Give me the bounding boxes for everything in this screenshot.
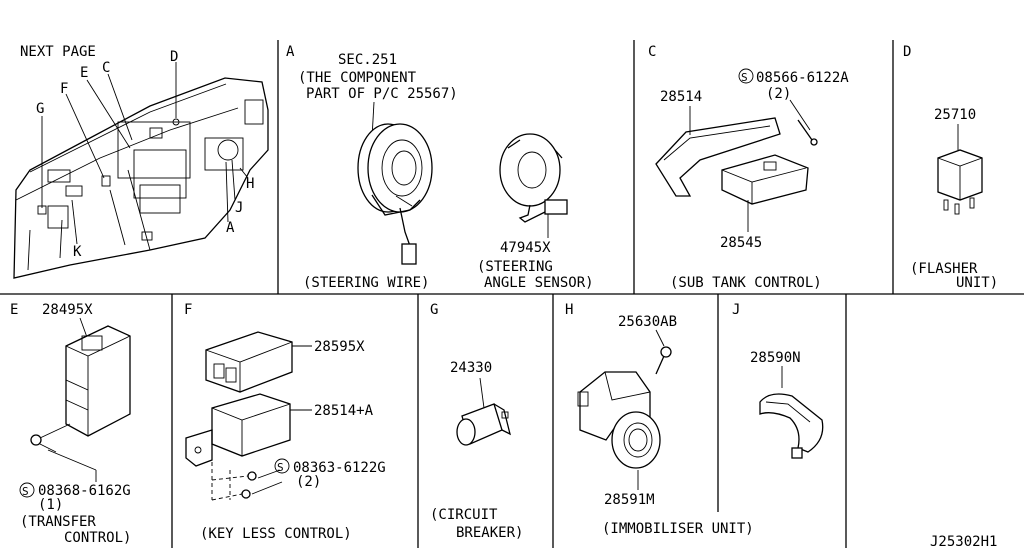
screw-E-drawing bbox=[30, 434, 57, 453]
part-number-28514A: 28514+A bbox=[314, 403, 374, 419]
callout-J: J bbox=[235, 200, 243, 216]
callout-D: D bbox=[170, 49, 178, 65]
panel-C: C S 08566-6122A (2) 28514 28545 (SUB TAN… bbox=[648, 44, 849, 291]
caption-keyless: (KEY LESS CONTROL) bbox=[200, 526, 352, 542]
screw-part-C: 08566-6122A bbox=[756, 70, 849, 86]
immobiliser-antenna-drawing bbox=[577, 371, 661, 469]
part-number-28591M: 28591M bbox=[604, 492, 655, 508]
main-panel: NEXT PAGE bbox=[13, 44, 269, 279]
caption-flasher-1: (FLASHER bbox=[910, 261, 978, 277]
caption-immobiliser: (IMMOBILISER UNIT) bbox=[602, 521, 754, 537]
transfer-control-drawing bbox=[65, 325, 131, 437]
panel-H: H 25630AB 28591M bbox=[565, 302, 677, 508]
steering-wire-drawing bbox=[357, 123, 433, 265]
part-number-28545: 28545 bbox=[720, 235, 762, 251]
caption-sub-tank: (SUB TANK CONTROL) bbox=[670, 275, 822, 291]
caption-transfer-1: (TRANSFER bbox=[20, 514, 96, 530]
panel-letter-F: F bbox=[184, 302, 192, 318]
screw-qty-F: (2) bbox=[296, 474, 321, 490]
panel-E: E 28495X S 08368-6162G (1) (TRANSFER CON… bbox=[10, 302, 131, 546]
caption-breaker-2: BREAKER) bbox=[456, 525, 523, 541]
part-number-47945X: 47945X bbox=[500, 240, 551, 256]
callout-A: A bbox=[226, 220, 235, 236]
panel-G: G 24330 (CIRCUIT BREAKER) bbox=[430, 302, 523, 541]
part-number-28590N: 28590N bbox=[750, 350, 801, 366]
screw-part-F: 08363-6122G bbox=[293, 460, 386, 476]
panel-letter-C: C bbox=[648, 44, 656, 60]
panel-letter-H: H bbox=[565, 302, 573, 318]
caption-steering-2: ANGLE SENSOR) bbox=[484, 275, 594, 291]
screw-symbol-icon bbox=[274, 458, 290, 474]
screw-qty-E: (1) bbox=[38, 497, 63, 513]
panel-letter-E: E bbox=[10, 302, 18, 318]
caption-transfer-2: CONTROL) bbox=[64, 530, 131, 546]
screw-symbol-E: S bbox=[22, 485, 29, 498]
callout-C: C bbox=[102, 60, 110, 76]
part-number-24330: 24330 bbox=[450, 360, 492, 376]
panel-letter-A: A bbox=[286, 44, 295, 60]
component-note-line2: PART OF P/C 25567) bbox=[306, 86, 458, 102]
flasher-unit-drawing bbox=[937, 149, 983, 215]
section-ref: SEC.251 bbox=[338, 52, 397, 68]
part-number-25710: 25710 bbox=[934, 107, 976, 123]
screw-symbol-icon bbox=[19, 482, 35, 498]
screw-symbol-F: S bbox=[277, 461, 284, 474]
part-number-25630AB: 25630AB bbox=[618, 314, 677, 330]
callout-H: H bbox=[246, 176, 254, 192]
component-note-line1: (THE COMPONENT bbox=[298, 70, 417, 86]
next-page-label: NEXT PAGE bbox=[20, 44, 96, 60]
screw-part-E: 08368-6162G bbox=[38, 483, 131, 499]
panel-D: D 25710 (FLASHER UNIT) bbox=[903, 44, 998, 291]
callout-G: G bbox=[36, 101, 44, 117]
panel-grid bbox=[0, 40, 1024, 548]
caption-breaker-1: (CIRCUIT bbox=[430, 507, 498, 523]
sub-tank-control-drawing bbox=[721, 154, 809, 205]
caption-steering-wire: (STEERING WIRE) bbox=[303, 275, 429, 291]
callout-E: E bbox=[80, 65, 88, 81]
part-number-28514: 28514 bbox=[660, 89, 702, 105]
panel-A: A SEC.251 (THE COMPONENT PART OF P/C 255… bbox=[286, 44, 594, 291]
sub-tank-bracket-drawing bbox=[655, 117, 818, 197]
part-number-28595X: 28595X bbox=[314, 339, 365, 355]
caption-steering-1: (STEERING bbox=[477, 259, 553, 275]
panel-letter-G: G bbox=[430, 302, 438, 318]
caption-flasher-2: UNIT) bbox=[956, 275, 998, 291]
keyless-module-drawing bbox=[205, 331, 293, 393]
panel-letter-D: D bbox=[903, 44, 911, 60]
screws-F-drawing bbox=[211, 462, 257, 501]
immobiliser-amp-drawing bbox=[759, 393, 824, 459]
dashboard-drawing bbox=[13, 77, 269, 279]
steering-angle-sensor-drawing bbox=[499, 133, 568, 238]
callout-F: F bbox=[60, 81, 68, 97]
dashboard-callouts bbox=[41, 62, 249, 245]
diagram-code: J25302H1 bbox=[930, 534, 997, 550]
panel-J: J 28590N (IMMOBILISER UNIT) bbox=[602, 302, 824, 537]
screw-H-drawing bbox=[655, 346, 672, 375]
panel-letter-J: J bbox=[732, 302, 740, 318]
screw-qty-C: (2) bbox=[766, 86, 791, 102]
panel-F: F 28595X 28514+A S 08363-6122G (2) (K bbox=[184, 302, 386, 542]
part-number-28495X: 28495X bbox=[42, 302, 93, 318]
circuit-breaker-drawing bbox=[456, 403, 511, 446]
screw-symbol-icon bbox=[738, 68, 754, 84]
screw-symbol-C: S bbox=[741, 71, 748, 84]
callout-K: K bbox=[73, 244, 82, 260]
keyless-bracket-drawing bbox=[185, 393, 291, 467]
